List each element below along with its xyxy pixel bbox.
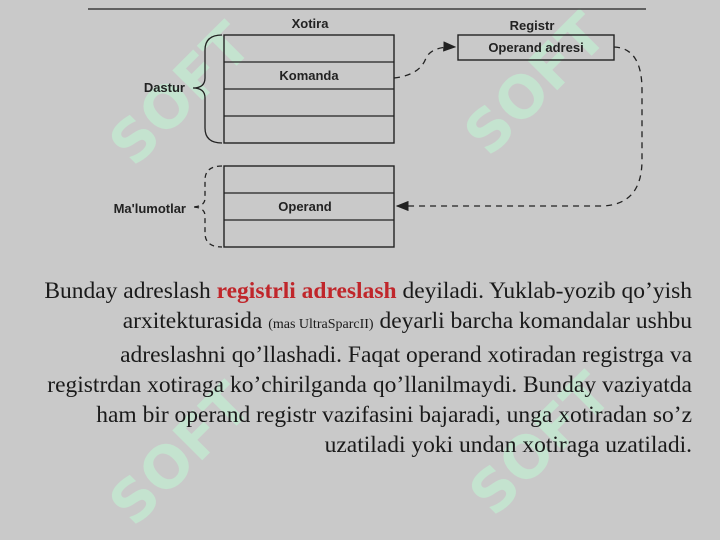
program-label: Dastur bbox=[144, 80, 185, 95]
architecture-note: (mas UltraSparcII) bbox=[268, 317, 374, 332]
command-cell-label: Komanda bbox=[279, 68, 339, 83]
operand-cell-label: Operand bbox=[278, 199, 332, 214]
data-memory-block bbox=[223, 165, 395, 248]
text-part-2: deyiladi. Yuklab-yozib qo’yish arxitektu… bbox=[122, 278, 692, 334]
register-header: Registr bbox=[510, 18, 555, 33]
data-label: Ma'lumotlar bbox=[114, 201, 186, 216]
register-to-operand-arrow bbox=[395, 46, 643, 212]
highlighted-term: registrli adreslash bbox=[216, 278, 397, 304]
program-memory-block bbox=[223, 34, 395, 144]
text-part-1: Bunday adreslash bbox=[44, 278, 217, 304]
command-to-register-arrow bbox=[393, 41, 457, 79]
text-part-3: deyarli barcha komandalar ushbu adreslas… bbox=[47, 308, 692, 458]
data-brace bbox=[191, 165, 223, 248]
register-addressing-diagram: Xotira Registr Komanda Dastur Operand Ma… bbox=[88, 8, 646, 248]
register-cell-label: Operand adresi bbox=[488, 40, 583, 55]
description-paragraph: Bunday adreslash registrli adreslash dey… bbox=[28, 276, 692, 460]
memory-header: Xotira bbox=[292, 16, 330, 31]
program-brace bbox=[192, 34, 223, 144]
